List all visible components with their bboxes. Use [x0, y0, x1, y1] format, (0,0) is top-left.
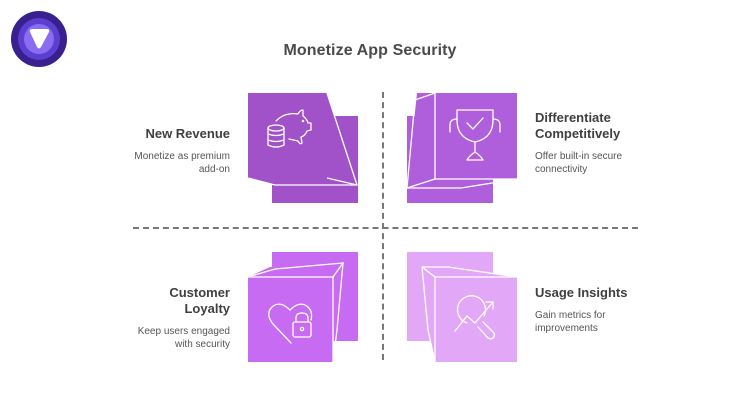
customer-loyalty-cube-graphic [247, 252, 358, 363]
page-title: Monetize App Security [283, 42, 457, 59]
quadrant-heading: Usage Insights [535, 285, 628, 300]
quadrant-usage-insights: Usage Insights Gain metrics for improvem… [535, 285, 675, 335]
trophy-check-icon [449, 109, 501, 161]
quadrant-heading: Differentiate Competitively [535, 110, 621, 141]
quadrant-heading: Customer Loyalty [169, 285, 230, 316]
differentiate-cube-graphic [406, 92, 518, 203]
new-revenue-cube-graphic [247, 92, 358, 203]
horizontal-divider [133, 227, 638, 229]
quadrant-description: Offer built-in secure connectivity [535, 151, 623, 175]
quadrant-description: Keep users engaged with security [137, 326, 230, 350]
quadrant-description: Gain metrics for improvements [535, 310, 606, 334]
shield-play-logo-icon [11, 11, 67, 67]
magnifier-trend-icon [454, 295, 496, 340]
heart-lock-icon [268, 303, 313, 344]
vertical-divider [382, 92, 384, 360]
piggy-bank-coins-icon [267, 109, 312, 148]
usage-insights-cube-graphic [407, 252, 518, 363]
quadrant-customer-loyalty: Customer Loyalty Keep users engaged with… [90, 285, 230, 351]
quadrant-description: Monetize as premium add-on [134, 151, 230, 175]
quadrant-heading: New Revenue [145, 126, 230, 141]
app-logo [11, 11, 67, 67]
quadrant-new-revenue: New Revenue Monetize as premium add-on [90, 126, 230, 176]
quadrant-differentiate-competitively: Differentiate Competitively Offer built-… [535, 110, 675, 176]
